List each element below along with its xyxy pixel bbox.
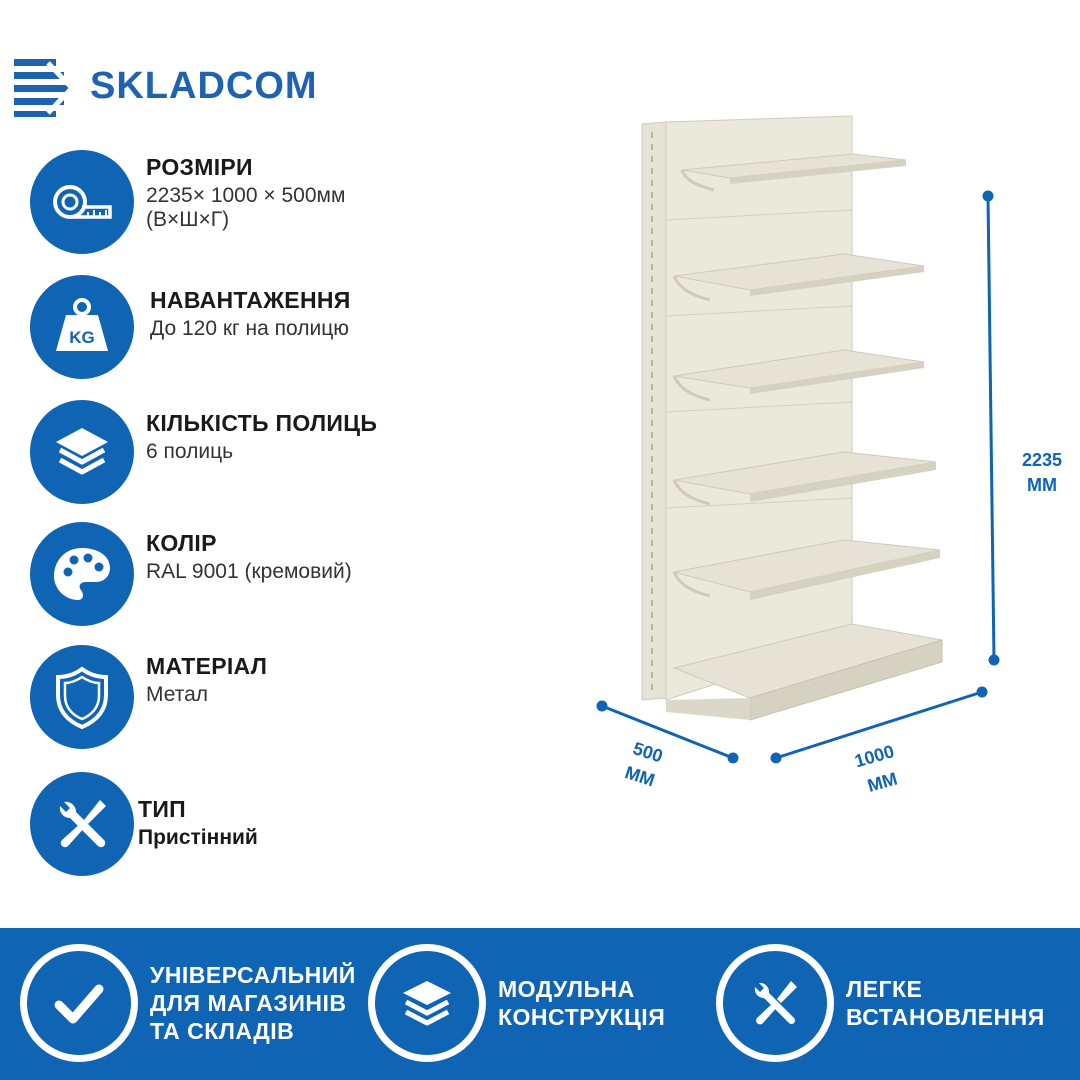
shelf-rack-illustration: 2235 ММ 500 ММ 1000 ММ [596,115,1062,796]
measuring-tape-icon [53,185,112,219]
feature-line: ДЛЯ МАГАЗИНІВ [150,990,347,1016]
feature-icon-ring [716,944,834,1062]
spec-icon-circle [30,400,134,504]
svg-text:KG: KG [69,328,95,347]
brand-name: SKLADCOM [90,64,318,107]
spec-load: KG НАВАНТАЖЕННЯ До 120 кг на полицю [30,275,351,379]
spec-title: МАТЕРІАЛ [146,653,268,679]
spec-color: КОЛІР RAL 9001 (кремовий) [30,522,352,626]
logo-mark-icon [14,59,76,117]
palette-icon [54,548,110,600]
shelf [680,153,907,192]
width-value: 1000 [852,741,896,771]
spec-icon-circle [30,645,134,749]
feature-icon-ring [368,944,486,1062]
spec-title: КІЛЬКІСТЬ ПОЛИЦЬ [146,410,378,436]
spec-desc: Пристінний [138,826,258,849]
spec-type: ТИП Пристінний [30,772,258,876]
weight-kg-icon: KG [56,298,108,351]
spec-desc: RAL 9001 (кремовий) [146,560,352,583]
spec-icon-circle [30,150,134,254]
spec-desc: 6 полиць [146,440,234,463]
height-value: 2235 [1022,450,1062,470]
layers-icon [403,981,451,1026]
feature-universal: УНІВЕРСАЛЬНИЙ ДЛЯ МАГАЗИНІВ ТА СКЛАДІВ [20,944,356,1062]
spec-dimensions: РОЗМІРИ 2235× 1000 × 500мм (В×Ш×Г) [30,150,345,254]
spec-title: ТИП [138,796,187,822]
feature-easy-install: ЛЕГКЕ ВСТАНОВЛЕННЯ [716,944,1045,1062]
tools-icon [59,800,106,848]
feature-line: ТА СКЛАДІВ [150,1018,295,1044]
shelf [672,349,925,402]
spec-icon-circle [30,772,134,876]
height-dimension-line [986,195,996,661]
shelf [672,451,937,506]
shelf [672,539,941,600]
layers-icon [56,428,108,475]
spec-title: РОЗМІРИ [146,154,253,180]
base-shelf [666,623,943,721]
feature-modular: МОДУЛЬНА КОНСТРУКЦІЯ [368,944,665,1062]
spec-shelves: КІЛЬКІСТЬ ПОЛИЦЬ 6 полиць [30,400,377,504]
spec-icon-circle: KG [30,275,134,379]
brand-logo: SKLADCOM [14,36,434,136]
spec-desc: 2235× 1000 × 500мм (В×Ш×Г) [146,184,346,231]
spec-desc: До 120 кг на полицю [150,317,349,340]
feature-line: ЛЕГКЕ [846,976,923,1002]
features-banner [0,928,1080,1080]
spec-material: МАТЕРІАЛ Метал [30,645,267,749]
depth-value: 500 [630,738,665,766]
width-unit: ММ [865,768,899,795]
shield-icon [56,666,108,730]
feature-line: УНІВЕРСАЛЬНИЙ [150,962,356,988]
feature-line: ВСТАНОВЛЕННЯ [846,1004,1045,1030]
feature-line: МОДУЛЬНА [498,976,635,1002]
spec-icon-circle [30,522,134,626]
spec-title: КОЛІР [146,530,217,556]
depth-unit: ММ [622,762,657,790]
feature-line: КОНСТРУКЦІЯ [498,1004,666,1030]
depth-dimension-line [601,704,734,760]
check-icon [54,984,104,1024]
spec-title: НАВАНТАЖЕННЯ [150,287,351,313]
width-dimension-line [775,690,983,760]
tools-icon [754,981,797,1025]
feature-icon-ring [20,944,138,1062]
height-unit: ММ [1027,475,1057,495]
spec-desc: Метал [146,683,209,706]
shelf [672,253,925,302]
